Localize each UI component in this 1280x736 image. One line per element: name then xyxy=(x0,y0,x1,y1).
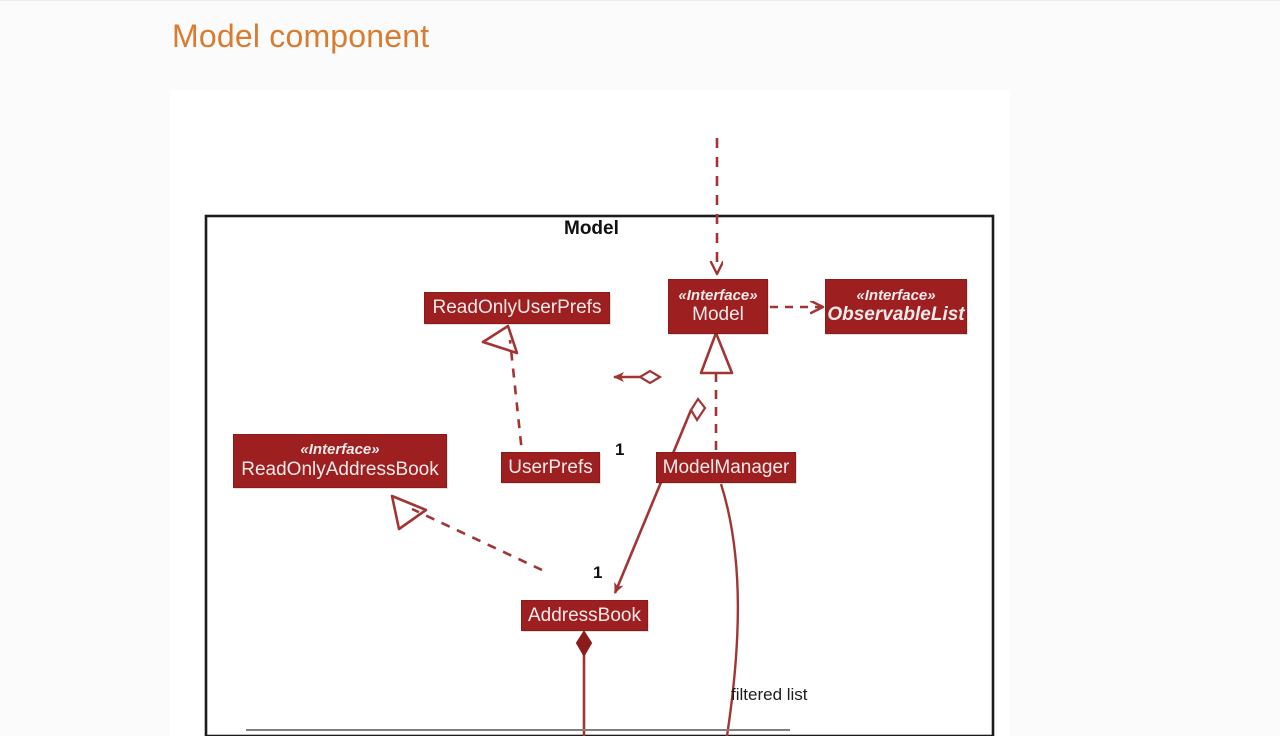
edge-modelmanager-aggregates-addressbook xyxy=(613,397,707,594)
top-divider xyxy=(0,0,1280,1)
package-title: Model xyxy=(564,218,619,239)
edge-addressbook-realizes-readonlyaddressbook xyxy=(390,494,543,572)
uml-node-addressbook[interactable]: AddressBook xyxy=(521,600,648,631)
uml-node-userprefs[interactable]: UserPrefs xyxy=(501,452,600,483)
uml-diagram-canvas: ObservableList (dashed dependency) =====… xyxy=(204,138,995,736)
uml-node-readonlyaddressbook-stereotype: «Interface» xyxy=(300,441,380,459)
uml-node-model-stereotype: «Interface» xyxy=(678,286,758,304)
edge-modelmanager-filtered-list xyxy=(719,483,740,736)
uml-node-observablelist-stereotype: «Interface» xyxy=(856,286,936,304)
uml-node-readonlyaddressbook-name: ReadOnlyAddressBook xyxy=(241,458,439,480)
uml-node-observablelist-name: ObservableList xyxy=(827,304,965,326)
edge-modelmanager-aggregates-userprefs xyxy=(613,369,663,385)
uml-node-model-name: Model xyxy=(692,304,744,326)
uml-node-readonlyuserprefs[interactable]: ReadOnlyUserPrefs xyxy=(424,292,610,324)
uml-node-addressbook-name: AddressBook xyxy=(527,604,641,626)
multiplicity-label-userprefs: 1 xyxy=(615,440,625,459)
uml-node-modelmanager-name: ModelManager xyxy=(662,456,790,478)
uml-node-readonlyaddressbook[interactable]: «Interface» ReadOnlyAddressBook xyxy=(233,434,447,488)
edge-modelmanager-realizes-model xyxy=(699,331,734,450)
edge-label-filtered-list: filtered list xyxy=(731,685,808,704)
edge-userprefs-realizes-readonlyuserprefs xyxy=(481,324,525,463)
uml-node-userprefs-name: UserPrefs xyxy=(508,456,593,478)
uml-node-modelmanager[interactable]: ModelManager xyxy=(656,452,796,483)
uml-node-model[interactable]: «Interface» Model xyxy=(668,279,768,334)
multiplicity-label-addressbook: 1 xyxy=(593,563,603,582)
page-title: Model component xyxy=(172,18,430,54)
uml-node-observablelist[interactable]: «Interface» ObservableList xyxy=(825,279,967,334)
edge-addressbook-composition xyxy=(575,630,593,736)
uml-node-readonlyuserprefs-name: ReadOnlyUserPrefs xyxy=(432,297,602,319)
diagram-card: ObservableList (dashed dependency) =====… xyxy=(170,90,1010,736)
package-frame xyxy=(204,214,995,736)
